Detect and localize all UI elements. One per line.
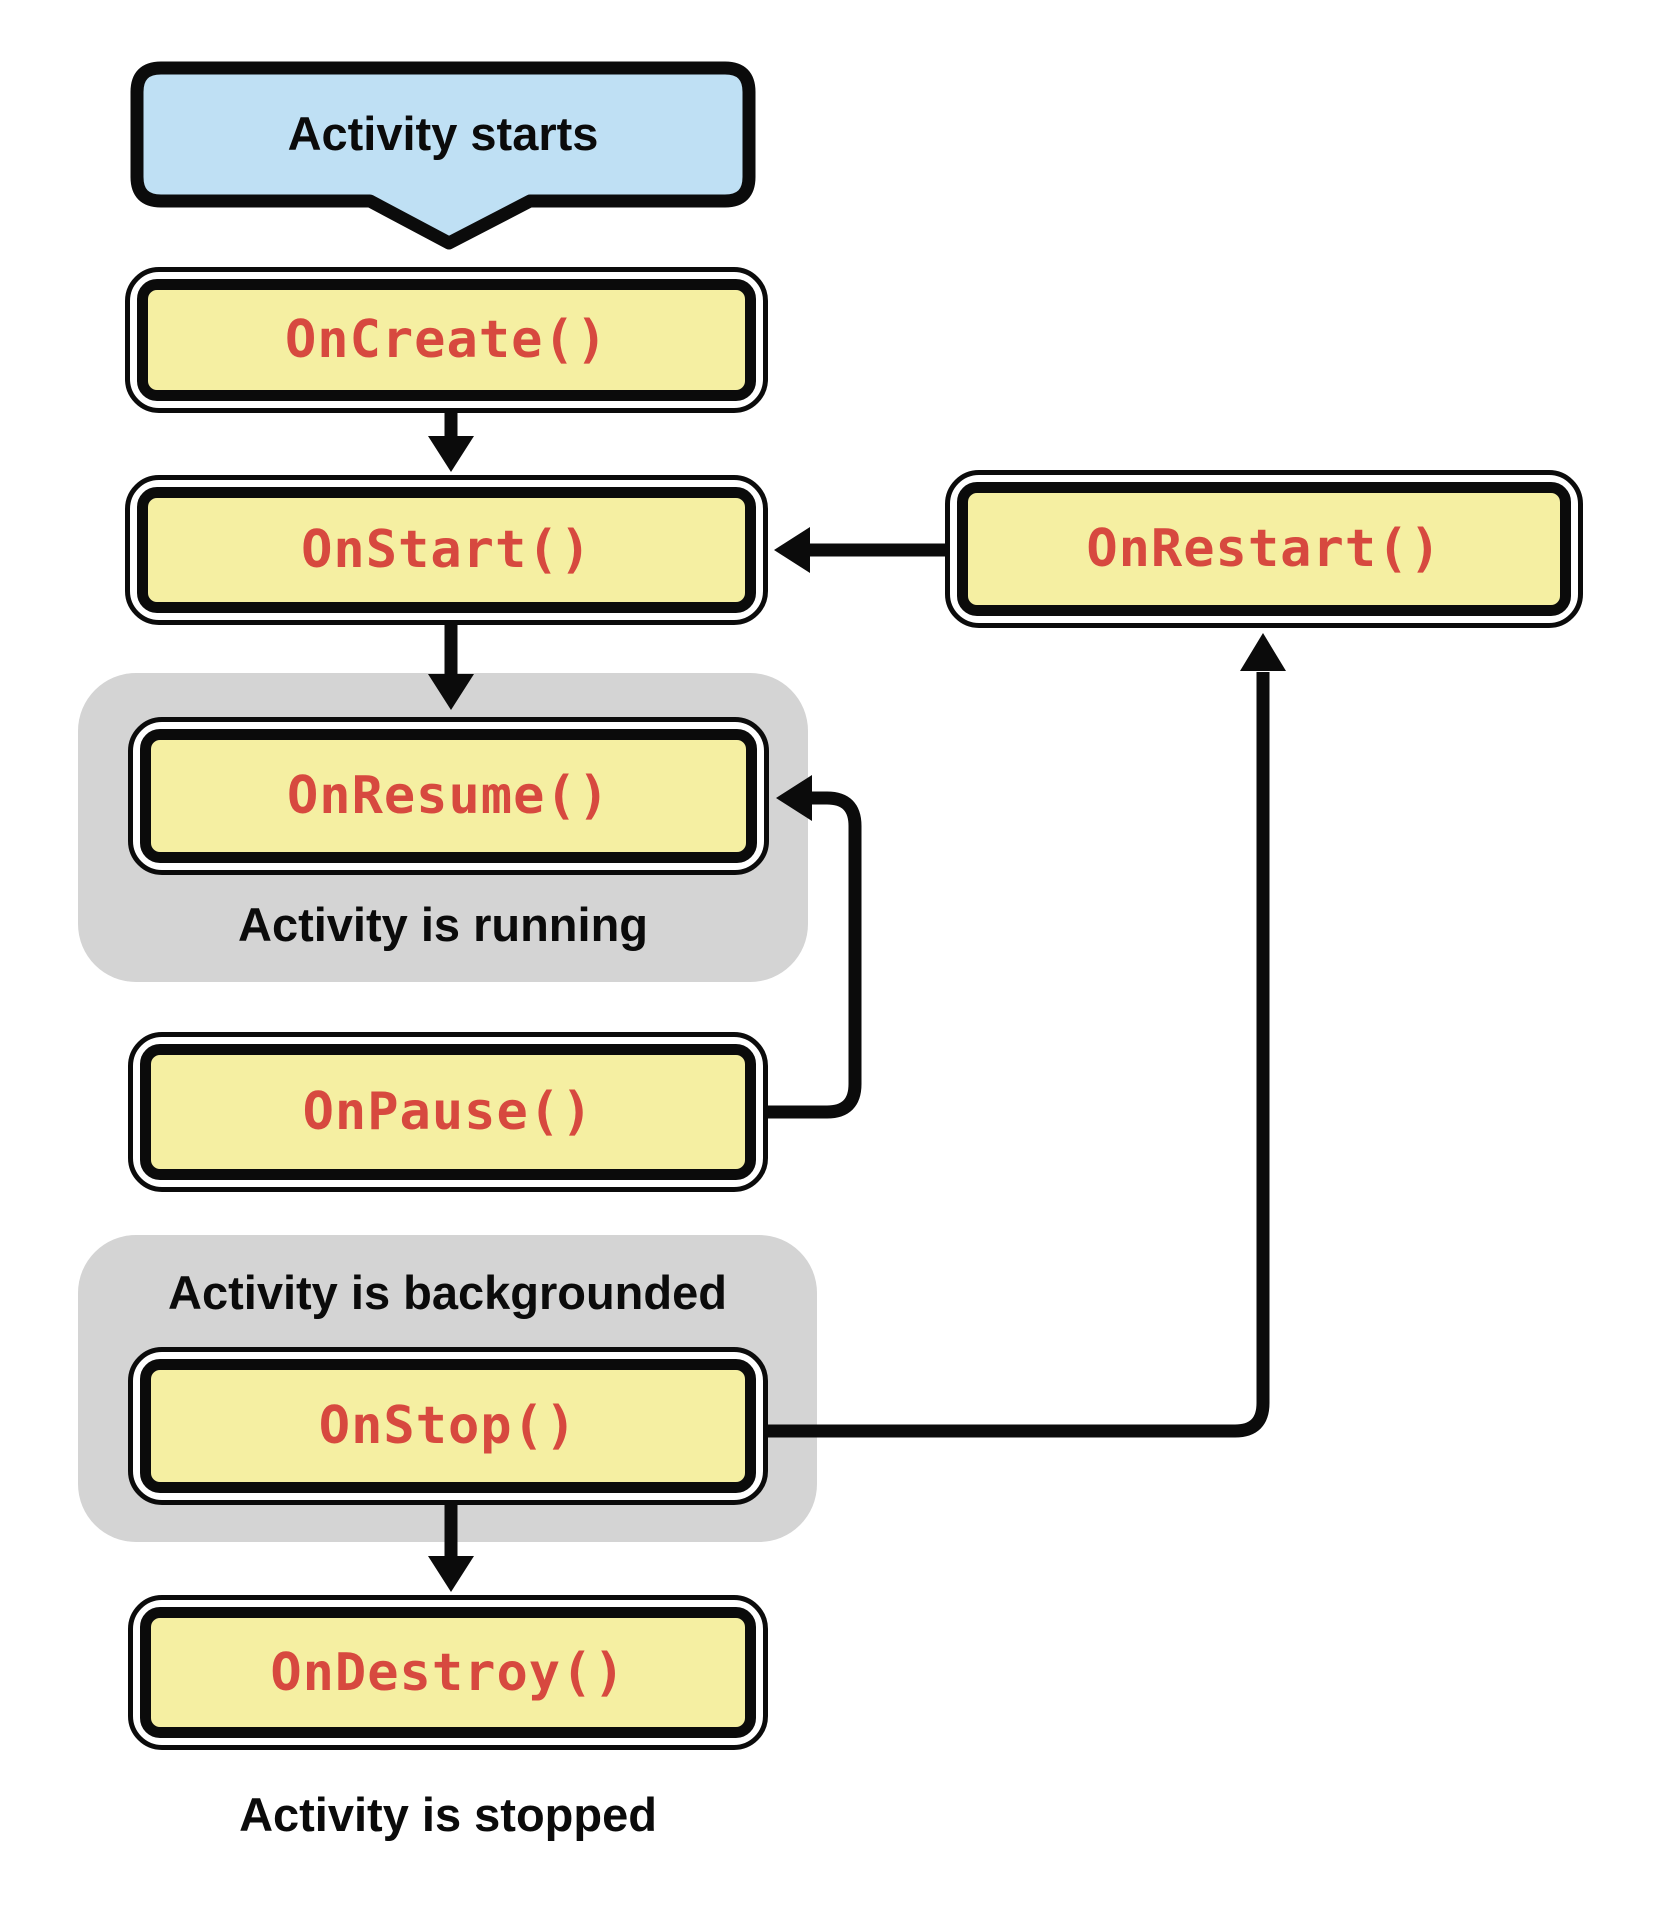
node-onstop: OnStop() xyxy=(128,1347,768,1505)
node-onpause-inner: OnPause() xyxy=(140,1044,756,1180)
state-label-stopped: Activity is stopped xyxy=(239,1788,657,1841)
node-oncreate-label: OnCreate() xyxy=(284,310,609,370)
node-onpause: OnPause() xyxy=(128,1032,768,1192)
node-onpause-label: OnPause() xyxy=(302,1082,594,1142)
arrowhead-onstart-to-onresume xyxy=(428,674,474,710)
node-ondestroy-label: OnDestroy() xyxy=(270,1642,626,1703)
node-oncreate: OnCreate() xyxy=(125,267,768,413)
node-onresume-inner: OnResume() xyxy=(140,729,757,863)
node-ondestroy: OnDestroy() xyxy=(128,1595,768,1750)
arrowhead-onstop-to-onrestart xyxy=(1240,633,1286,671)
node-onstop-label: OnStop() xyxy=(318,1396,578,1456)
node-onresume: OnResume() xyxy=(128,717,769,875)
node-onstart: OnStart() xyxy=(125,475,768,625)
node-onstart-inner: OnStart() xyxy=(137,487,756,613)
arrowhead-oncreate-to-onstart xyxy=(428,436,474,472)
arrow-onstop-to-onrestart xyxy=(758,672,1270,1438)
node-onrestart-inner: OnRestart() xyxy=(957,482,1571,616)
node-ondestroy-inner: OnDestroy() xyxy=(140,1607,756,1738)
arrow-onpause-to-onresume xyxy=(758,791,862,1119)
arrowhead-onstop-to-ondestroy xyxy=(428,1556,474,1592)
node-onrestart: OnRestart() xyxy=(945,470,1583,628)
node-onresume-label: OnResume() xyxy=(286,766,611,826)
node-onrestart-label: OnRestart() xyxy=(1086,519,1442,579)
activity-starts-label: Activity starts xyxy=(287,107,599,160)
state-label-running: Activity is running xyxy=(238,898,648,951)
node-onstart-label: OnStart() xyxy=(301,520,592,580)
arrowhead-onrestart-to-onstart xyxy=(774,527,810,573)
state-label-backgrounded: Activity is backgrounded xyxy=(168,1266,727,1319)
node-onstop-inner: OnStop() xyxy=(140,1359,756,1493)
node-oncreate-inner: OnCreate() xyxy=(137,279,756,401)
arrowhead-onpause-to-onresume xyxy=(776,775,812,821)
